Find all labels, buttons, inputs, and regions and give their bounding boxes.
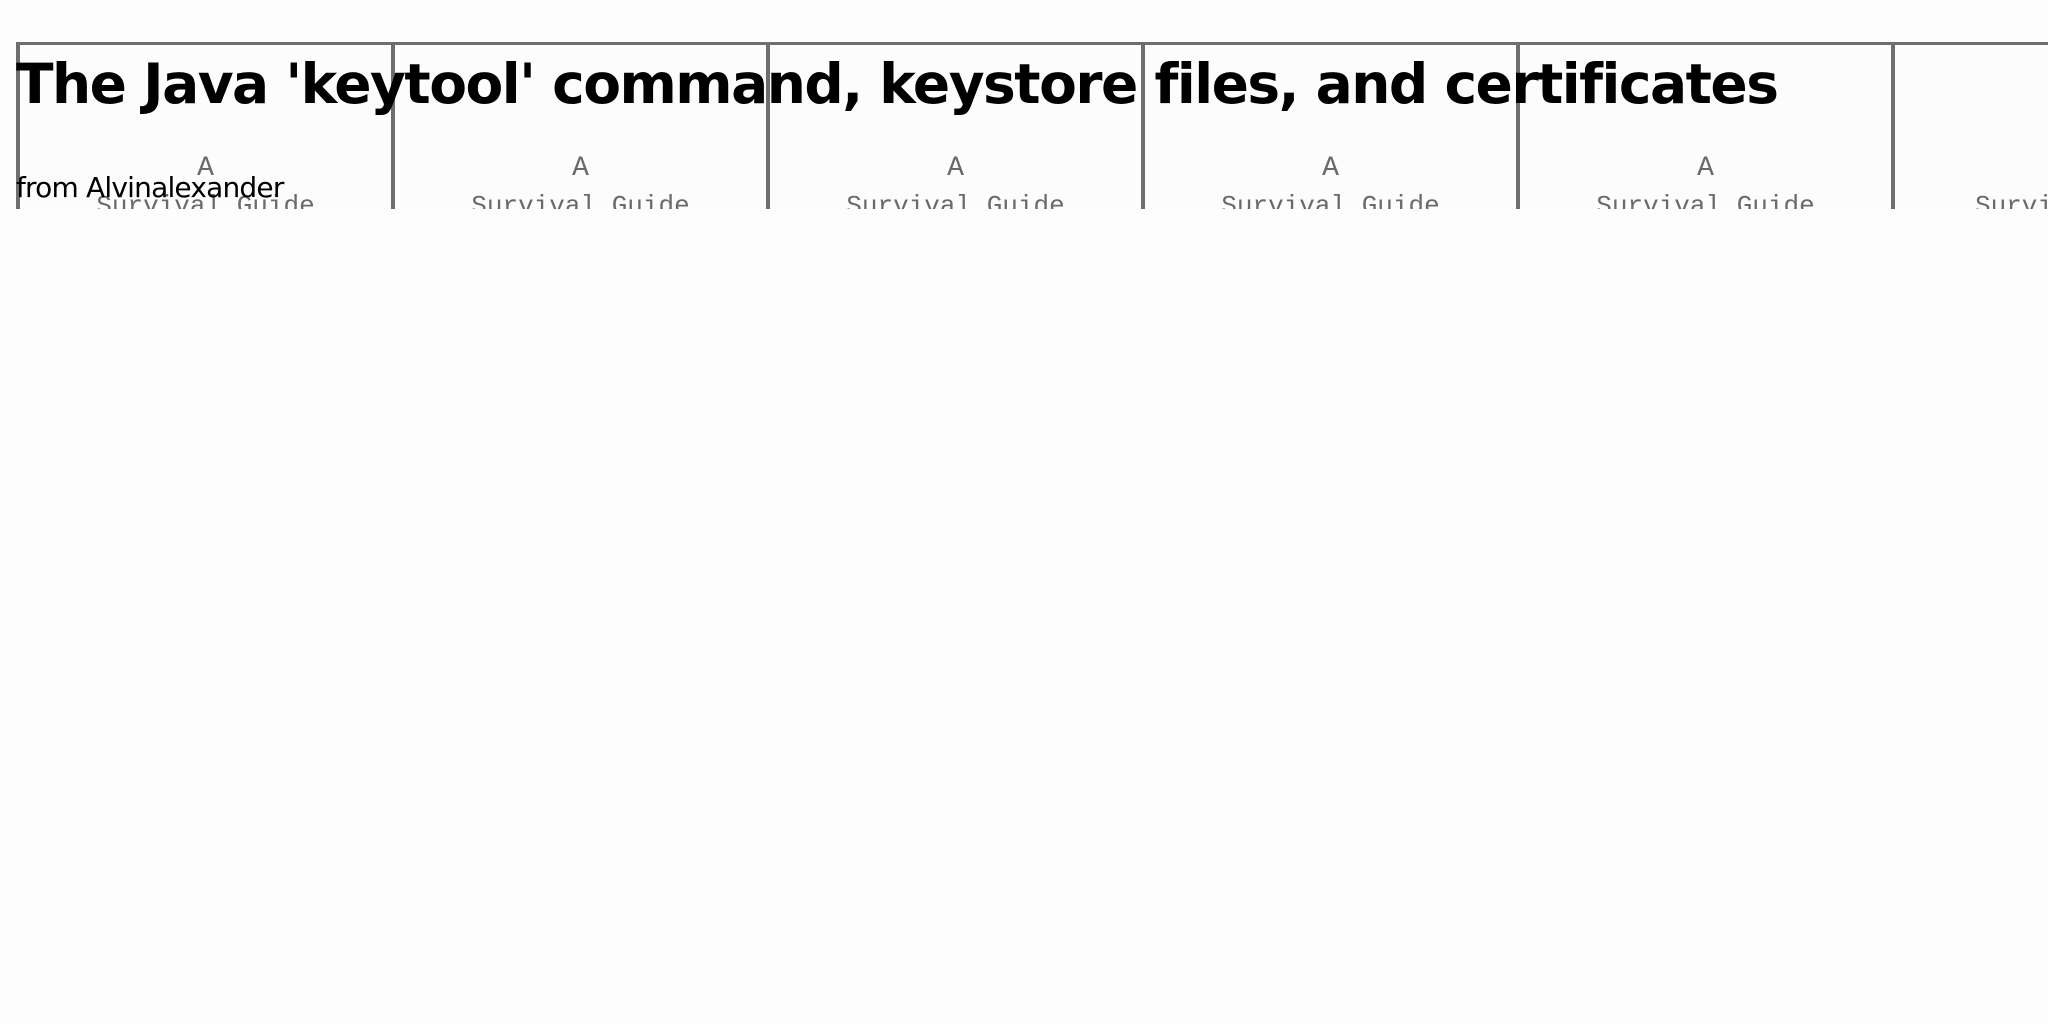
book-cover-tile: A Survival Guide <box>1516 45 1891 209</box>
cover-caption: Survival Guide <box>96 191 315 209</box>
page-title[interactable]: The Java 'keytool' command, keystore fil… <box>16 52 1779 116</box>
book-cover-tile: A Survival Guide <box>766 45 1141 209</box>
cover-caption: Survival Guide <box>1221 191 1440 209</box>
cover-caption: Survi <box>1975 191 2048 209</box>
book-cover-tile: A Survival Guide <box>391 45 766 209</box>
cover-letter: A <box>1322 153 1339 184</box>
cover-letter: A <box>1697 153 1714 184</box>
cover-letter: A <box>572 153 589 184</box>
cover-caption: Survival Guide <box>846 191 1065 209</box>
cover-letter: A <box>947 153 964 184</box>
cover-caption: Survival Guide <box>471 191 690 209</box>
cover-banner-image: A Survival Guide A Survival Guide A Surv… <box>16 42 2048 209</box>
source-attribution: from Alvinalexander <box>16 171 284 204</box>
book-cover-tile: Survi <box>1891 45 2048 209</box>
book-cover-tile: A Survival Guide <box>1141 45 1516 209</box>
cover-letter: A <box>197 153 214 184</box>
cover-caption: Survival Guide <box>1596 191 1815 209</box>
book-cover-tile: A Survival Guide <box>16 45 391 209</box>
